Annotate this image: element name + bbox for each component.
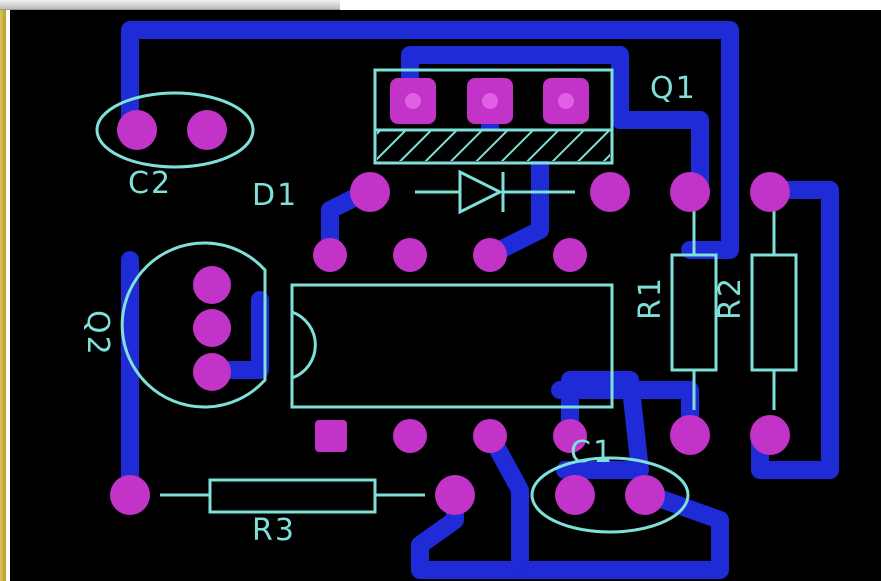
pad-r3-2: [435, 475, 475, 515]
r1-outline: [670, 253, 718, 372]
q1-outline: [373, 68, 614, 165]
pad-r2-top: [750, 172, 790, 212]
component-labels: Q1 C2 D1 Q2 R1 R2 C1 R3: [80, 71, 748, 548]
trace-ic-mid: [481, 426, 529, 569]
trace-top-bus: [121, 21, 739, 259]
label-q2: Q2: [80, 310, 115, 357]
q2-outline: [120, 241, 267, 409]
pad-c2-1: [117, 110, 157, 150]
pad-ic-2: [393, 419, 427, 453]
pad-r1-bottom: [670, 415, 710, 455]
trace-r3-bottom: [411, 486, 729, 579]
c1-outline: [530, 456, 690, 534]
pad-q2-1: [193, 266, 231, 304]
pad-ic-7: [393, 238, 427, 272]
silkscreen: [95, 68, 798, 534]
trace-q1-right: [401, 46, 709, 199]
window-left-edge: [0, 10, 6, 581]
label-c2: C2: [128, 166, 172, 201]
label-q1: Q1: [650, 71, 697, 106]
pad-r1-top: [670, 172, 710, 212]
pad-c1-1: [555, 475, 595, 515]
pad-ic-1: [315, 420, 347, 452]
label-r2: R2: [713, 276, 748, 320]
ic-outline: [290, 283, 614, 409]
pad-ic-8: [313, 238, 347, 272]
pad-q2-2: [193, 309, 231, 347]
d1-symbol: [415, 169, 575, 215]
pad-d1-2: [590, 172, 630, 212]
pads: [110, 78, 790, 515]
pad-ic-3: [473, 419, 507, 453]
pad-q2-3: [193, 353, 231, 391]
label-c1: C1: [570, 435, 614, 470]
label-r3: R3: [252, 513, 296, 548]
q1-hatch: [377, 130, 610, 161]
pad-ic-6: [473, 238, 507, 272]
r3-outline: [208, 478, 377, 514]
pad-r2-bottom: [750, 415, 790, 455]
pad-c2-2: [187, 110, 227, 150]
pad-ic-5: [553, 238, 587, 272]
pad-r3-1: [110, 475, 150, 515]
window-top-strip: [0, 0, 340, 10]
pad-ic-4: [553, 419, 587, 453]
trace-r2-right: [751, 181, 839, 479]
c2-outline: [95, 91, 255, 169]
label-r1: R1: [633, 276, 668, 320]
pad-c1-2: [625, 475, 665, 515]
pad-d1-1: [350, 172, 390, 212]
label-d1: D1: [252, 178, 298, 213]
r2-outline: [750, 253, 798, 372]
